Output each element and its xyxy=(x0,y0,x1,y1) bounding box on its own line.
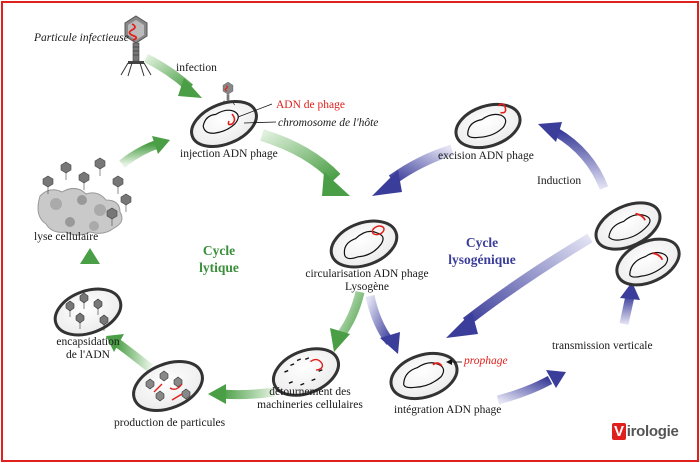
injected-phage-dna xyxy=(227,113,236,126)
arrow-lysis-to-particles xyxy=(119,136,170,168)
production-particles-icon xyxy=(145,370,191,402)
label-lytic-cycle: Cycle lytique xyxy=(199,243,239,275)
pointer-host-chromosome xyxy=(243,121,277,124)
encapsidated-phages-icon xyxy=(65,292,109,331)
label-diversion: détournement des machineries cellulaires xyxy=(257,386,363,411)
released-phages-icon xyxy=(42,157,132,226)
logo-initial: V xyxy=(612,423,626,440)
pointer-prophage xyxy=(446,359,462,365)
cell-circularisation xyxy=(329,219,399,269)
label-lysogenic-cycle: Cycle lysogénique xyxy=(448,235,516,267)
arrow-injection-to-circularisation xyxy=(260,129,350,196)
cell-diversion xyxy=(272,347,340,397)
arrow-infection xyxy=(143,53,202,98)
arrow-induction xyxy=(538,122,609,190)
label-phage-dna: ADN de phage xyxy=(276,99,345,111)
label-vertical-transmission: transmission verticale xyxy=(552,340,653,352)
arrow-circularisation-to-diversion xyxy=(330,290,365,352)
arrow-diversion-to-production xyxy=(208,384,275,404)
arrow-circularisation-to-integration xyxy=(365,295,400,354)
cell-encapsidation xyxy=(53,287,123,337)
arrow-production-to-encapsidation xyxy=(106,334,153,372)
lysis-debris-icon xyxy=(37,188,123,236)
label-encapsidation: encapsidation de l'ADN xyxy=(56,336,120,361)
label-particle: Particule infectieuse xyxy=(34,32,129,44)
label-integration: intégration ADN phage xyxy=(394,404,502,416)
injection-phage-icon xyxy=(220,81,236,106)
label-host-chromosome: chromosome de l'hôte xyxy=(278,117,379,129)
label-infection: infection xyxy=(176,62,217,74)
logo-rest: irologie xyxy=(626,423,679,440)
label-lysis: lyse cellulaire xyxy=(34,231,99,243)
cell-integration xyxy=(389,351,459,401)
arrow-vertical-to-cells xyxy=(619,282,640,325)
label-lysogene: Lysogène xyxy=(344,281,390,293)
label-particle-production: production de particules xyxy=(114,417,226,429)
phage-particle-icon xyxy=(120,15,152,77)
label-excision: excision ADN phage xyxy=(438,150,534,162)
cell-injection xyxy=(190,100,258,148)
arrow-integration-to-vertical xyxy=(496,370,566,405)
cell-lysogen-bottom xyxy=(615,237,681,287)
label-induction: Induction xyxy=(537,175,582,187)
arrow-cell-to-integration xyxy=(446,233,593,338)
label-injection: injection ADN phage xyxy=(180,148,278,160)
label-circularisation: circularisation ADN phage xyxy=(305,268,429,280)
pointer-phage-dna xyxy=(237,103,273,118)
label-prophage: prophage xyxy=(464,355,508,367)
arrow-excision-to-circularisation xyxy=(372,144,454,196)
cell-excision xyxy=(454,102,522,150)
arrow-encapsidation-to-lysis xyxy=(80,248,100,286)
